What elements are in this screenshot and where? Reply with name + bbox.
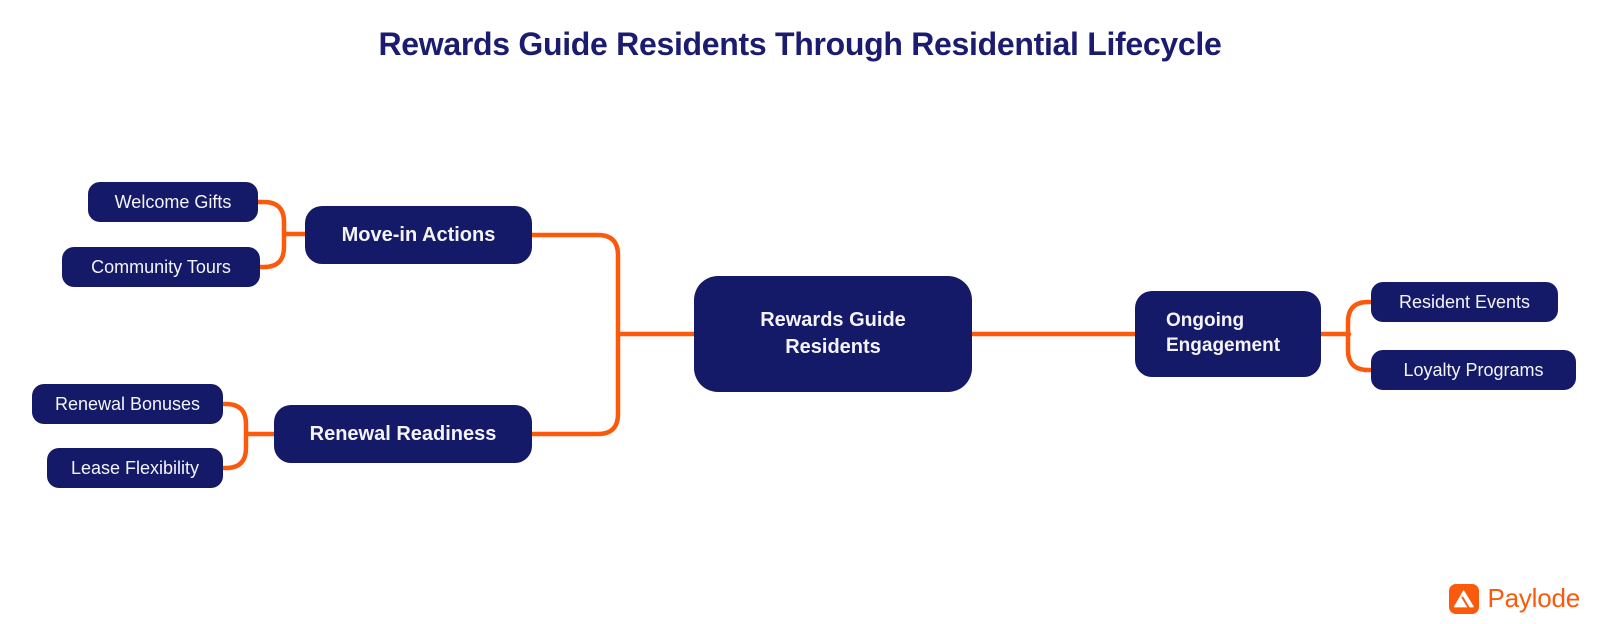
connector-root-bracket [529,232,621,437]
node-welcome-gifts: Welcome Gifts [88,182,258,222]
node-label: Resident Events [1398,291,1531,312]
node-renewal-readiness: Renewal Readiness [274,405,532,463]
connector-ongoing-children-bracket [1345,299,1374,373]
node-lease-flexibility: Lease Flexibility [47,448,223,488]
connector-renewal-children-bracket [220,401,249,471]
node-renewal-bonuses: Renewal Bonuses [32,384,223,424]
node-move-in-actions: Move-in Actions [305,206,532,264]
node-rewards-guide-residents: Rewards Guide Residents [694,276,972,392]
paylode-triangle-icon [1449,583,1480,614]
paylode-logo-text: Paylode [1487,583,1580,613]
node-label: Rewards Guide Residents [760,309,906,358]
node-label: Community Tours [91,256,231,277]
node-label: Welcome Gifts [114,191,232,212]
node-resident-events: Resident Events [1371,282,1558,322]
node-label: Ongoing Engagement [1166,310,1281,356]
node-loyalty-programs: Loyalty Programs [1371,350,1576,390]
node-ongoing-engagement: Ongoing Engagement [1135,291,1321,377]
node-label: Renewal Readiness [309,422,497,445]
node-label: Renewal Bonuses [54,393,201,414]
node-label: Move-in Actions [341,223,496,246]
node-label: Lease Flexibility [70,457,200,478]
node-label: Loyalty Programs [1403,359,1544,380]
paylode-logo: Paylode [1449,583,1580,614]
node-community-tours: Community Tours [62,247,260,287]
connector-movein-children-bracket [255,199,287,270]
diagram-title: Rewards Guide Residents Through Resident… [378,26,1222,62]
